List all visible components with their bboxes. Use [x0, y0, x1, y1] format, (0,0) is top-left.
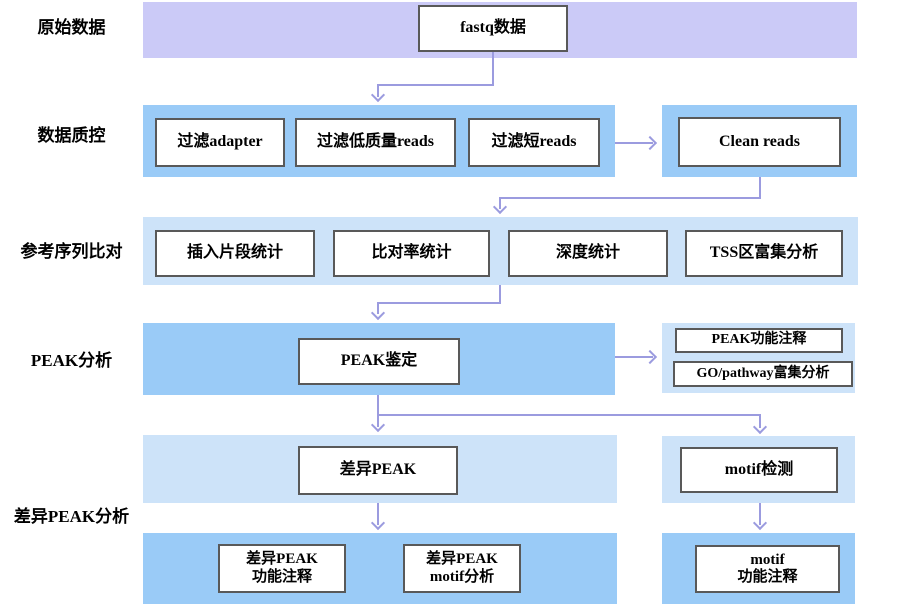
node-diff-peak-function-annotation-line2: 功能注释	[251, 568, 312, 585]
node-tss-enrichment: TSS区富集分析	[685, 230, 843, 277]
connector-line	[499, 197, 501, 209]
node-filter-low-quality-reads-label: 过滤低质量reads	[316, 133, 435, 151]
connector-line	[759, 177, 761, 199]
node-go-pathway-enrichment-label: GO/pathway富集分析	[696, 365, 830, 381]
stage-label-raw-data: 原始数据	[37, 18, 106, 37]
node-tss-enrichment-label: TSS区富集分析	[709, 244, 819, 262]
arrowhead-down-icon	[370, 87, 386, 103]
node-peak-function-annotation: PEAK功能注释	[675, 328, 843, 353]
arrowhead-down-icon	[752, 419, 768, 435]
connector-line	[492, 52, 494, 86]
node-diff-peak-function-annotation-line1: 差异PEAK	[246, 551, 318, 568]
node-diff-peak-label: 差异PEAK	[339, 461, 417, 479]
node-diff-peak-motif-analysis-line1: 差异PEAK	[426, 551, 498, 568]
connector-line	[615, 142, 653, 144]
node-diff-peak: 差异PEAK	[298, 446, 458, 495]
node-motif-detection-label: motif检测	[724, 460, 794, 478]
node-go-pathway-enrichment: GO/pathway富集分析	[673, 361, 853, 387]
connector-line	[377, 503, 379, 525]
node-filter-short-reads-label: 过滤短reads	[491, 133, 577, 151]
node-insert-fragment-stats: 插入片段统计	[155, 230, 315, 277]
node-motif-function-annotation-line1: motif	[750, 551, 785, 568]
connector-line	[377, 302, 379, 314]
connector-line	[499, 197, 761, 199]
arrowhead-right-icon	[642, 135, 658, 151]
node-filter-low-quality-reads: 过滤低质量reads	[295, 118, 456, 167]
connector-line	[377, 395, 379, 427]
connector-line	[377, 414, 761, 416]
node-fastq-label: fastq数据	[460, 19, 526, 37]
node-clean-reads: Clean reads	[678, 117, 841, 167]
node-depth-stats-label: 深度统计	[555, 244, 620, 262]
band-diff-peak-annotation	[143, 533, 617, 604]
node-insert-fragment-stats-label: 插入片段统计	[186, 244, 283, 262]
connector-line	[377, 84, 379, 97]
node-mapping-rate-stats: 比对率统计	[333, 230, 490, 277]
stage-label-qc: 数据质控	[37, 126, 106, 145]
node-motif-function-annotation-line2: 功能注释	[737, 569, 798, 585]
stage-label-peak-analysis: PEAK分析	[30, 351, 113, 370]
connector-line	[615, 356, 653, 358]
node-diff-peak-motif-analysis-line2: motif分析	[429, 568, 495, 585]
node-peak-identification-label: PEAK鉴定	[340, 352, 418, 370]
node-diff-peak-motif-analysis: 差异PEAK motif分析	[403, 544, 521, 593]
stage-label-alignment: 参考序列比对	[20, 242, 123, 261]
node-depth-stats: 深度统计	[508, 230, 668, 277]
node-peak-function-annotation-label: PEAK功能注释	[711, 332, 807, 348]
arrowhead-down-icon	[370, 305, 386, 321]
connector-line	[377, 302, 501, 304]
arrowhead-down-icon	[752, 515, 768, 531]
node-filter-short-reads: 过滤短reads	[468, 118, 600, 167]
node-diff-peak-function-annotation: 差异PEAK 功能注释	[218, 544, 346, 593]
connector-line	[378, 84, 494, 86]
node-peak-identification: PEAK鉴定	[298, 338, 460, 385]
stage-label-diff-peak: 差异PEAK分析	[13, 507, 130, 526]
arrowhead-down-icon	[370, 417, 386, 433]
node-mapping-rate-stats-label: 比对率统计	[371, 244, 452, 262]
arrowhead-down-icon	[370, 515, 386, 531]
node-fastq: fastq数据	[418, 5, 568, 52]
arrowhead-right-icon	[642, 349, 658, 365]
node-filter-adapter: 过滤adapter	[155, 118, 285, 167]
connector-line	[759, 503, 761, 525]
node-filter-adapter-label: 过滤adapter	[177, 133, 263, 151]
node-clean-reads-label: Clean reads	[718, 132, 801, 150]
node-motif-function-annotation: motif 功能注释	[695, 545, 840, 593]
arrowhead-down-icon	[492, 199, 508, 215]
node-motif-detection: motif检测	[680, 447, 838, 493]
connector-line	[499, 285, 501, 304]
connector-line	[759, 414, 761, 428]
